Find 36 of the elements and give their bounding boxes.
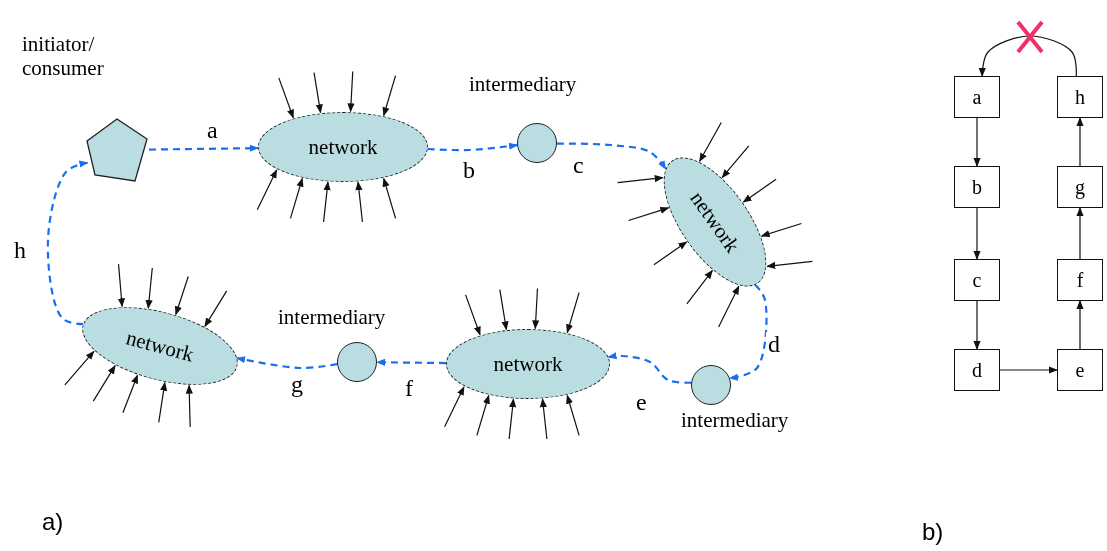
node-caption: initiator/ consumer	[22, 32, 105, 81]
arrow	[1076, 207, 1084, 260]
dashed-arrow	[376, 358, 447, 366]
intermediary-circle	[691, 365, 731, 405]
network-ellipse: network	[446, 329, 610, 399]
dashed-arrow	[728, 284, 768, 381]
process-box: c	[954, 259, 1000, 301]
arrow	[978, 35, 1077, 77]
arrow	[973, 117, 981, 167]
dashed-arrow	[607, 352, 692, 384]
arrow	[1076, 117, 1084, 167]
process-box: f	[1057, 259, 1103, 301]
network-ellipse: network	[258, 112, 428, 182]
pentagon-shape	[85, 117, 149, 183]
arrow	[999, 366, 1058, 374]
dashed-arrow	[427, 142, 518, 152]
dashed-arrow	[46, 160, 89, 326]
process-box: a	[954, 76, 1000, 118]
process-box: g	[1057, 166, 1103, 208]
process-box: h	[1057, 76, 1103, 118]
dashed-arrow	[236, 356, 338, 370]
process-box: b	[954, 166, 1000, 208]
dashed-arrow	[557, 142, 667, 170]
process-box: d	[954, 349, 1000, 391]
arrow	[973, 300, 981, 350]
arrow	[1076, 300, 1084, 350]
dashed-arrow	[149, 144, 259, 152]
intermediary-circle	[337, 342, 377, 382]
node-caption: intermediary	[681, 408, 789, 433]
arrow	[973, 207, 981, 260]
panel-label: a)	[42, 510, 64, 534]
node-caption: intermediary	[469, 72, 577, 97]
process-box: e	[1057, 349, 1103, 391]
intermediary-circle	[517, 123, 557, 163]
panel-label: b)	[922, 520, 944, 544]
node-caption: intermediary	[278, 305, 386, 330]
